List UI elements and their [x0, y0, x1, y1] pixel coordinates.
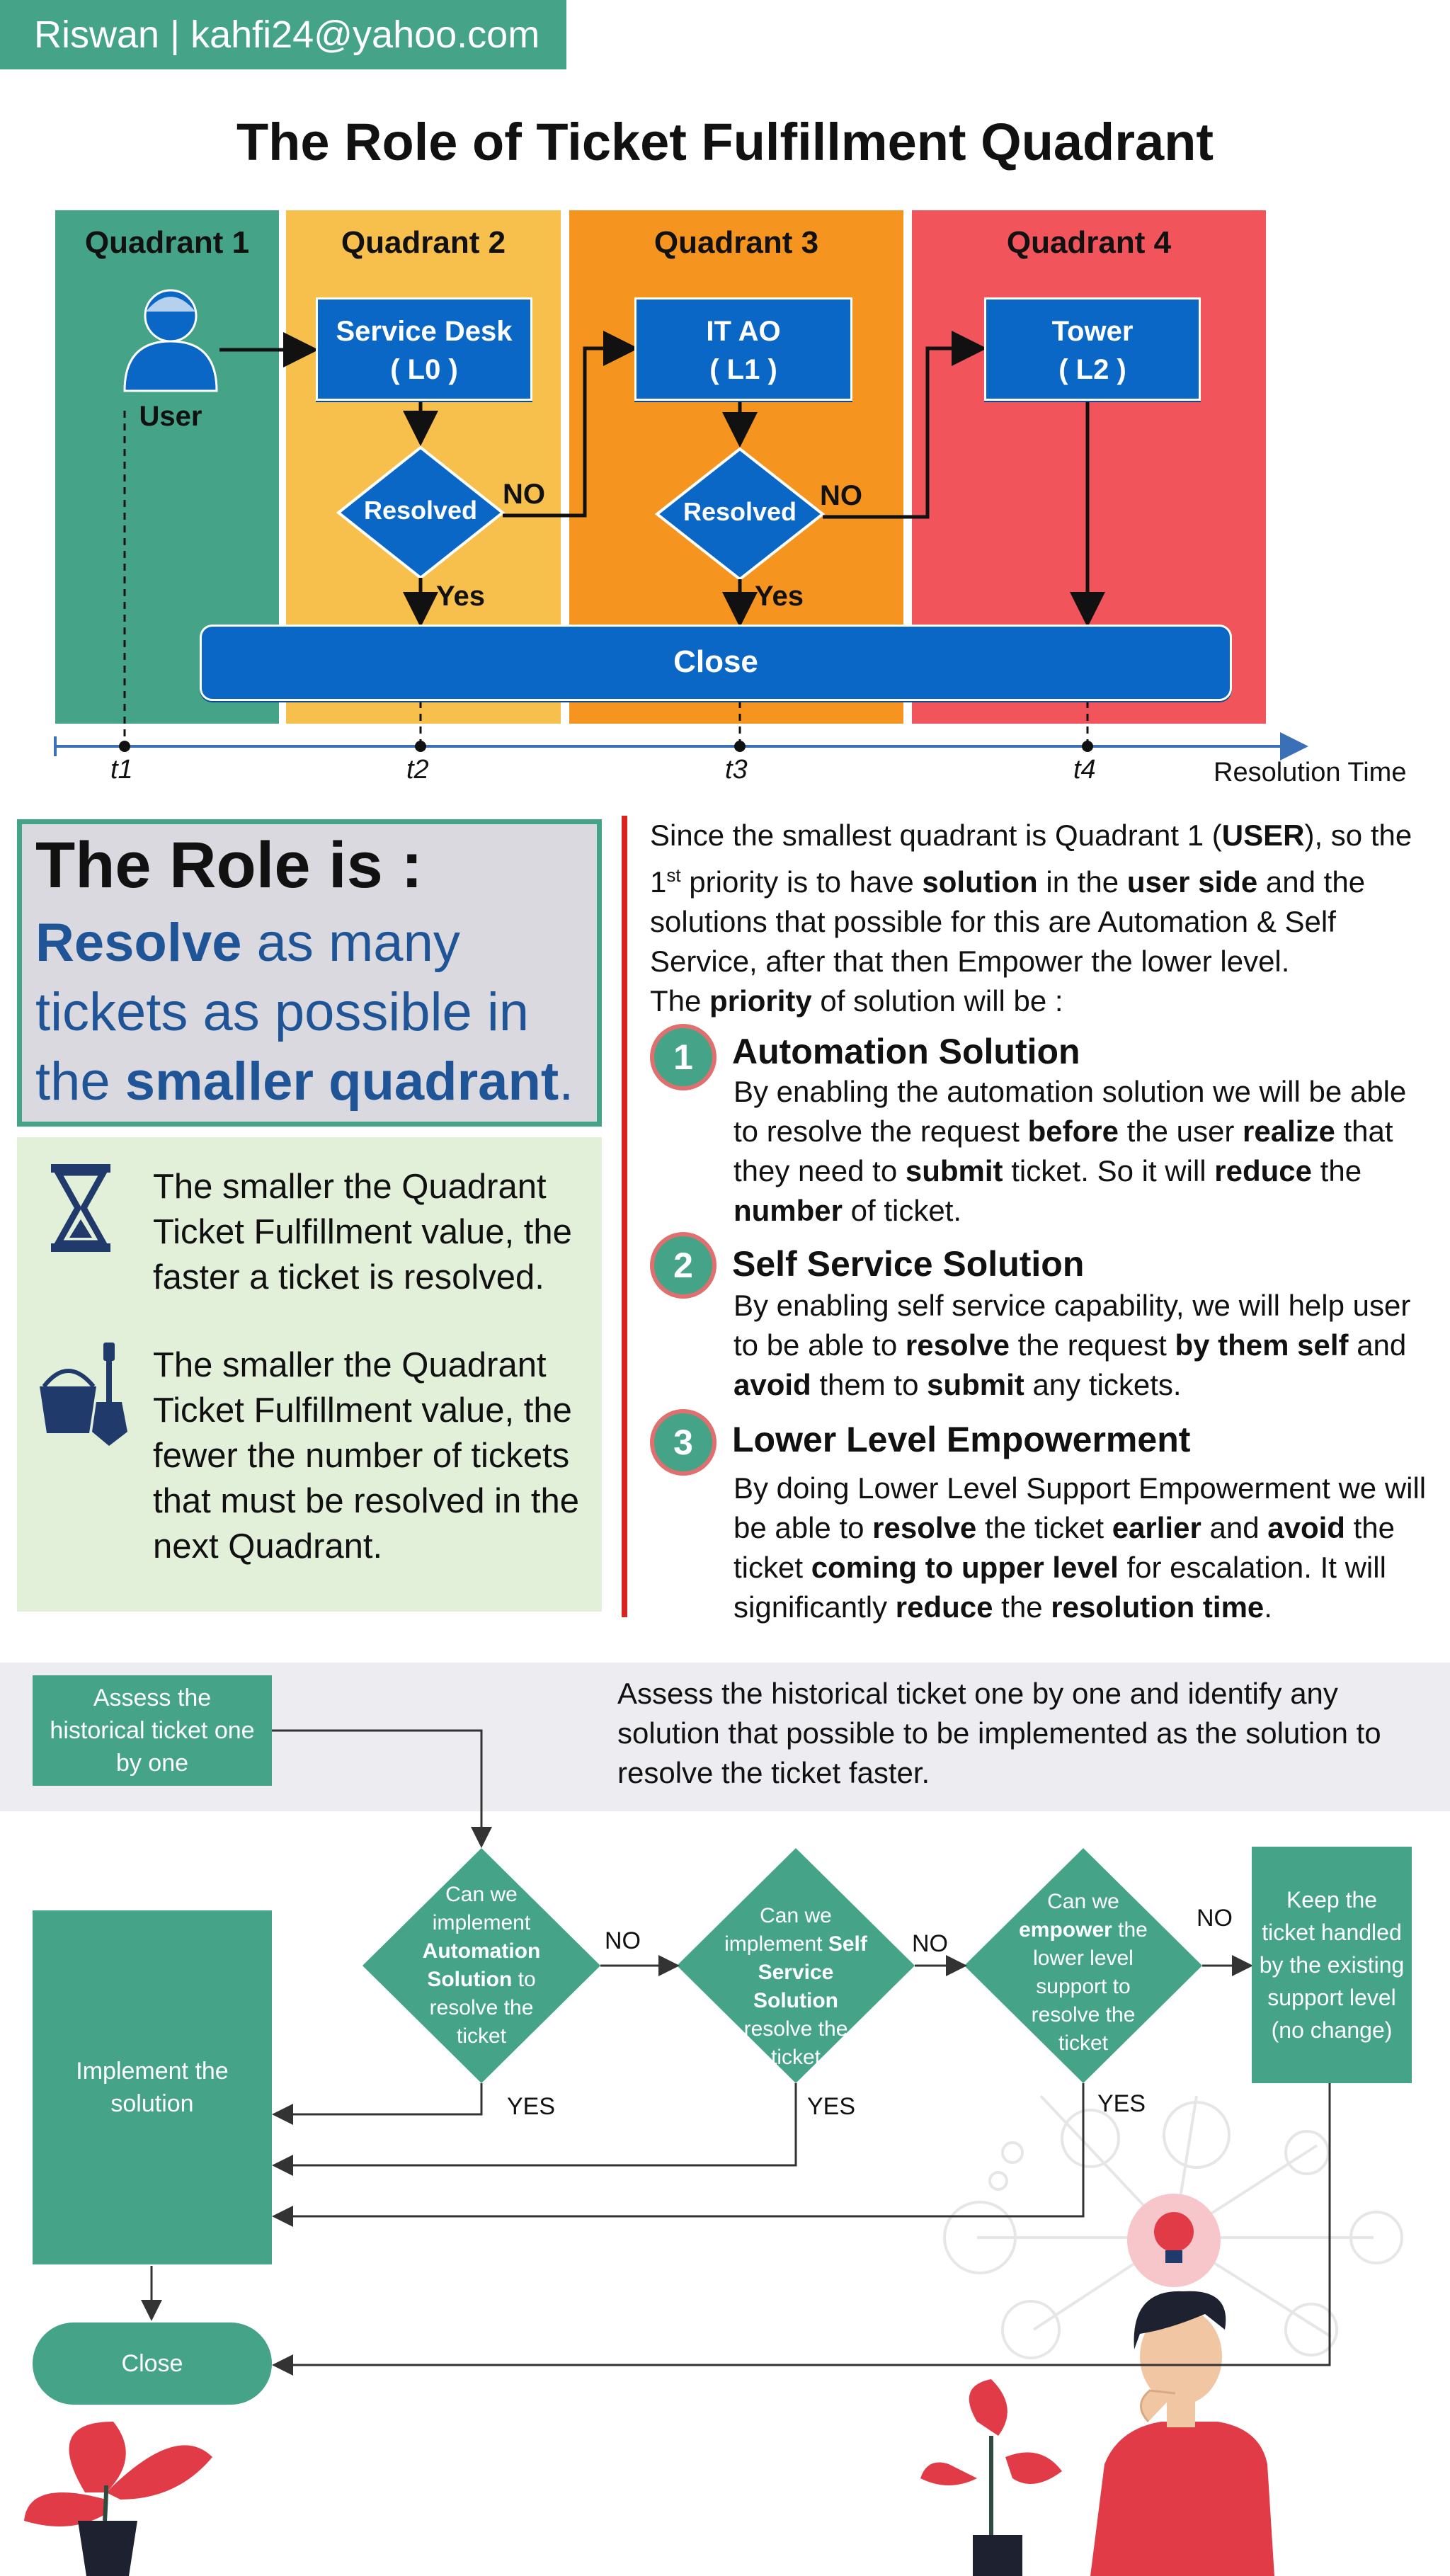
assess-box: Assess the historical ticket one by one — [33, 1675, 272, 1786]
lightbulb-icon — [1127, 2194, 1221, 2287]
quadrant-flow-arrows — [54, 289, 1308, 760]
flow-no-label-2: NO — [912, 1930, 948, 1957]
tick-t1: t1 — [110, 755, 133, 785]
keep-box: Keep the ticket handled by the existing … — [1252, 1847, 1412, 2083]
flow-no-label-1: NO — [605, 1927, 641, 1954]
role-smaller-quadrant: smaller quadrant — [125, 1052, 559, 1112]
intro-line-2: 1st priority is to have solution in the … — [650, 865, 1366, 899]
decision-self-service: Can we implement Self Service Solution r… — [724, 1904, 867, 2069]
intro-line-3: solutions that possible for this are Aut… — [650, 905, 1336, 938]
quadrant-2-label: Quadrant 2 — [341, 225, 506, 260]
role-mid: as many tickets as possible in the — [35, 913, 529, 1112]
resolved-label-2: Resolved — [683, 497, 797, 526]
implement-box: Implement the solution — [33, 1910, 272, 2264]
solution-3-desc: By doing Lower Level Support Empowerment… — [733, 1471, 1427, 1624]
no-label-1: NO — [503, 479, 545, 510]
quadrant-1-label: Quadrant 1 — [84, 225, 250, 260]
assess-text: Assess the historical ticket one by one … — [617, 1677, 1381, 1789]
plant-right-icon — [920, 2379, 1062, 2576]
resolved-label-1: Resolved — [363, 496, 478, 525]
solution-2-title: Self Service Solution — [732, 1244, 1085, 1284]
solution-1-desc: By enabling the automation solution we w… — [733, 1075, 1407, 1227]
divider-line — [622, 816, 627, 1617]
hourglass-icon — [51, 1164, 110, 1252]
solution-1-title: Automation Solution — [732, 1032, 1080, 1071]
it-ao-box: IT AO ( L1 ) — [634, 297, 852, 401]
it-ao-line1: IT AO — [706, 316, 781, 347]
decision-empower: Can we empower the lower level support t… — [1019, 1890, 1148, 2055]
intro-line-4: Service, after that then Empower the low… — [650, 945, 1290, 978]
thinking-person-icon — [1090, 2291, 1274, 2576]
page-title: The Role of Ticket Fulfillment Quadrant — [236, 113, 1214, 171]
service-desk-line2: ( L0 ) — [390, 354, 458, 385]
tick-t3: t3 — [725, 755, 748, 785]
service-desk-box: Service Desk ( L0 ) — [316, 297, 532, 401]
role-box — [17, 819, 602, 1127]
intro-line-5: The priority of solution will be : — [650, 984, 1063, 1018]
quadrant-4-label: Quadrant 4 — [1006, 225, 1172, 260]
close-bar: Close — [200, 625, 1232, 701]
flow-yes-label-1: YES — [507, 2093, 556, 2120]
yes-label-1: Yes — [436, 581, 485, 612]
flow-close: Close — [33, 2323, 272, 2405]
role-title: The Role is : — [35, 829, 423, 901]
tower-box: Tower ( L2 ) — [984, 297, 1201, 401]
it-ao-line2: ( L1 ) — [709, 354, 777, 385]
flow-no-label-3: NO — [1197, 1905, 1233, 1932]
role-points-panel — [17, 1137, 602, 1612]
solution-2-desc: By enabling self service capability, we … — [733, 1289, 1411, 1401]
tick-t4: t4 — [1073, 755, 1096, 785]
yes-label-2: Yes — [755, 581, 804, 612]
plant-left-icon — [24, 2422, 212, 2576]
flow-yes-label-2: YES — [807, 2093, 856, 2120]
role-resolve: Resolve — [35, 913, 242, 973]
role-end: . — [559, 1052, 574, 1112]
intro-line-1: Since the smallest quadrant is Quadrant … — [650, 819, 1412, 852]
number-badge-2: 2 — [650, 1232, 717, 1299]
role-statement: Resolve as many tickets as possible in t… — [35, 908, 602, 1117]
flow-yes-label-3: YES — [1097, 2090, 1146, 2117]
bucket-shovel-icon — [40, 1343, 127, 1446]
tower-line2: ( L2 ) — [1058, 354, 1126, 385]
user-icon — [123, 289, 218, 392]
role-point-2: The smaller the Quadrant Ticket Fulfillm… — [153, 1346, 579, 1566]
tick-t2: t2 — [406, 755, 429, 785]
service-desk-line1: Service Desk — [336, 316, 513, 347]
author-tag: Riswan | kahfi24@yahoo.com — [0, 0, 566, 69]
decision-automation: Can we implement Automation Solution to … — [422, 1883, 541, 2048]
no-label-2: NO — [820, 480, 862, 511]
number-badge-3: 3 — [650, 1409, 717, 1476]
user-label: User — [139, 401, 202, 432]
flow-connectors — [24, 1729, 1403, 2576]
role-point-1: The smaller the Quadrant Ticket Fulfillm… — [153, 1168, 572, 1296]
solutions-intro: Since the smallest quadrant is Quadrant … — [650, 816, 1436, 1021]
axis-label: Resolution Time — [1214, 758, 1407, 787]
quadrant-3-label: Quadrant 3 — [653, 225, 819, 260]
number-badge-1: 1 — [650, 1024, 717, 1090]
tower-line1: Tower — [1051, 316, 1134, 347]
solution-3-title: Lower Level Empowerment — [732, 1420, 1191, 1459]
